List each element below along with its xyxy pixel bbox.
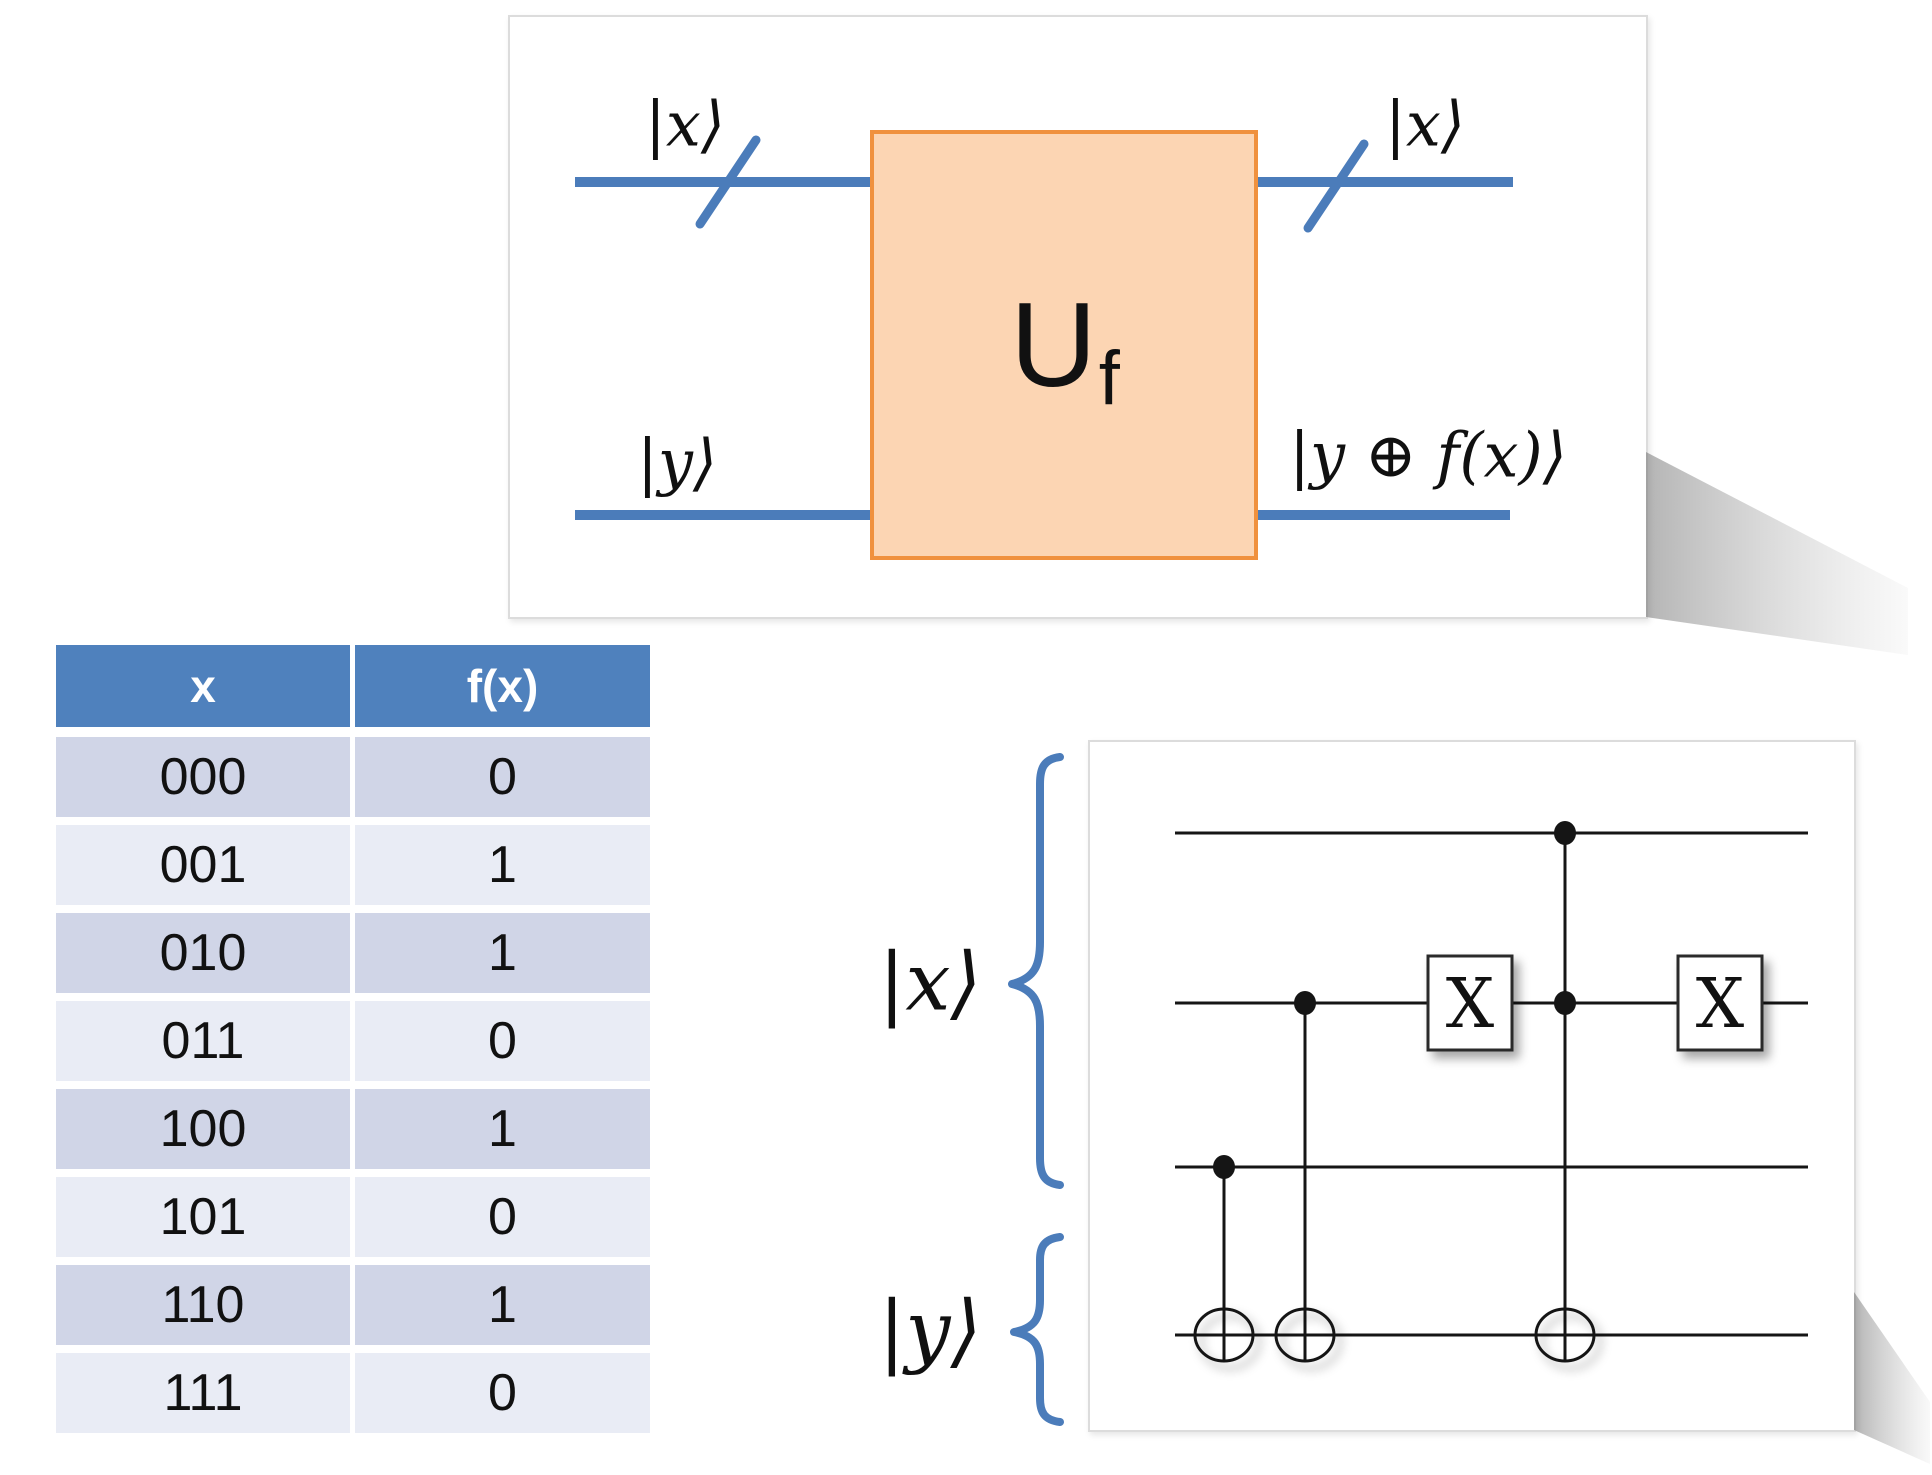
- circuit-diagram-panel: [1088, 740, 1856, 1432]
- circuit-panel-shadow: [1854, 1292, 1930, 1464]
- truth-cell-x: 001: [56, 825, 350, 905]
- control-dot: [1554, 991, 1576, 1015]
- truth-cell-fx: 1: [355, 825, 650, 905]
- oracle-gate-subscript: f: [1098, 336, 1120, 421]
- x-register-brace: [1008, 753, 1064, 1189]
- x-gate-2: X: [1676, 954, 1764, 1052]
- truth-cell-fx: 1: [355, 1089, 650, 1169]
- control-dot: [1294, 991, 1316, 1015]
- truth-cell-x: 110: [56, 1265, 350, 1345]
- oracle-panel-shadow: [1646, 452, 1908, 655]
- truth-table-header-fx: f(x): [355, 645, 650, 727]
- table-row: 000 0: [56, 737, 650, 817]
- truth-cell-fx: 1: [355, 913, 650, 993]
- table-row: 111 0: [56, 1353, 650, 1433]
- truth-cell-fx: 1: [355, 1265, 650, 1345]
- output-x-label: |x⟩: [1384, 87, 1466, 161]
- control-dot: [1554, 821, 1576, 845]
- x-gate-label: X: [1446, 965, 1495, 1044]
- circuit-wires: [1175, 831, 1808, 1337]
- input-x-label: |x⟩: [644, 87, 726, 161]
- truth-cell-x: 101: [56, 1177, 350, 1257]
- output-y-label: |y ⊕ f(x)⟩: [1289, 418, 1567, 492]
- cnot-target-icon: [1193, 1307, 1255, 1363]
- input-y-label: |y⟩: [636, 425, 718, 499]
- control-dot: [1213, 1155, 1235, 1179]
- cnot-gate-1: [1193, 1155, 1255, 1363]
- cnot-target-icon: [1274, 1307, 1336, 1363]
- truth-cell-fx: 0: [355, 737, 650, 817]
- table-row: 010 1: [56, 913, 650, 993]
- oracle-gate-label: U: [1010, 278, 1097, 412]
- x-register-label: |x⟩: [878, 935, 982, 1029]
- toffoli-gate: [1534, 821, 1596, 1363]
- cnot-target-icon: [1534, 1307, 1596, 1363]
- table-row: 110 1: [56, 1265, 650, 1345]
- truth-table-header-x: x: [56, 645, 350, 727]
- bus-slash-output: [1303, 139, 1369, 233]
- truth-cell-x: 011: [56, 1001, 350, 1081]
- table-row: 011 0: [56, 1001, 650, 1081]
- table-row: 001 1: [56, 825, 650, 905]
- truth-cell-x: 100: [56, 1089, 350, 1169]
- x-gate-label: X: [1696, 965, 1745, 1044]
- table-row: 100 1: [56, 1089, 650, 1169]
- truth-cell-x: 000: [56, 737, 350, 817]
- y-register-brace: [1010, 1233, 1064, 1426]
- table-row: 101 0: [56, 1177, 650, 1257]
- truth-cell-fx: 0: [355, 1353, 650, 1433]
- truth-cell-fx: 0: [355, 1001, 650, 1081]
- bus-slash-marks: [695, 135, 1369, 233]
- truth-cell-x: 111: [56, 1353, 350, 1433]
- y-register-label: |y⟩: [878, 1283, 982, 1377]
- cnot-gate-2: [1274, 991, 1336, 1363]
- truth-cell-fx: 0: [355, 1177, 650, 1257]
- truth-cell-x: 010: [56, 913, 350, 993]
- x-gate-1: X: [1426, 954, 1514, 1052]
- bus-slash-input: [695, 135, 761, 229]
